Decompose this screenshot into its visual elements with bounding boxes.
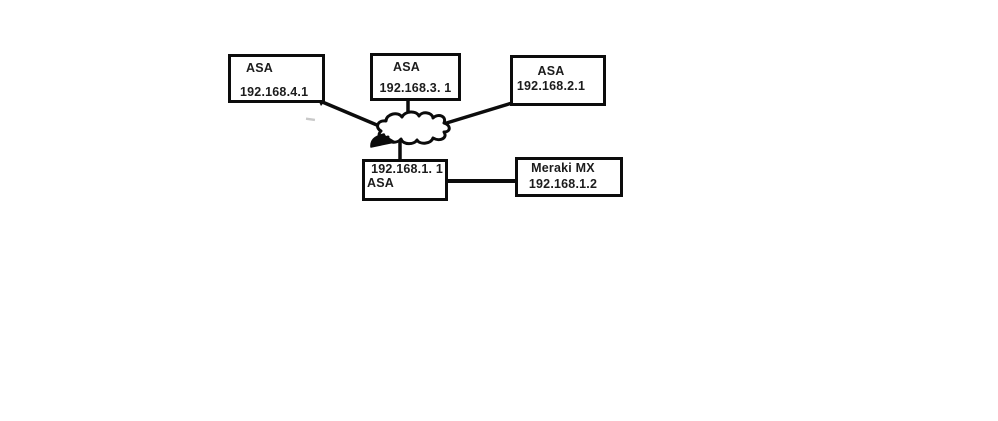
- node-ip-label: 192.168.4.1: [240, 85, 309, 99]
- connector-asa2-cloud: [439, 101, 513, 127]
- network-cloud-icon: [376, 110, 451, 146]
- faint-smudge-mark: [305, 117, 316, 122]
- node-device-label: ASA: [246, 61, 273, 75]
- node-ip-label: 192.168.1. 1: [371, 162, 443, 176]
- node-meraki-mx-192-168-1-2: Meraki MX 192.168.1.2: [515, 157, 623, 197]
- node-device-label: ASA: [537, 64, 565, 78]
- node-asa-hub-192-168-1-1: 192.168.1. 1 ASA: [362, 159, 448, 201]
- node-device-label: Meraki MX: [531, 161, 595, 175]
- node-device-label: ASA: [367, 176, 394, 190]
- cloud-scribble-tail-icon: [370, 133, 396, 148]
- node-asa-192-168-4-1: ASA 192.168.4.1: [228, 54, 325, 103]
- node-ip-label: 192.168.3. 1: [379, 81, 452, 95]
- node-ip-label: 192.168.2.1: [516, 79, 586, 93]
- connector-asa4-cloud: [319, 99, 385, 130]
- node-asa-192-168-2-1: ASA 192.168.2.1: [510, 55, 606, 106]
- node-asa-192-168-3-1: ASA 192.168.3. 1: [370, 53, 461, 101]
- node-device-label: ASA: [393, 60, 420, 74]
- node-ip-label: 192.168.1.2: [528, 177, 598, 191]
